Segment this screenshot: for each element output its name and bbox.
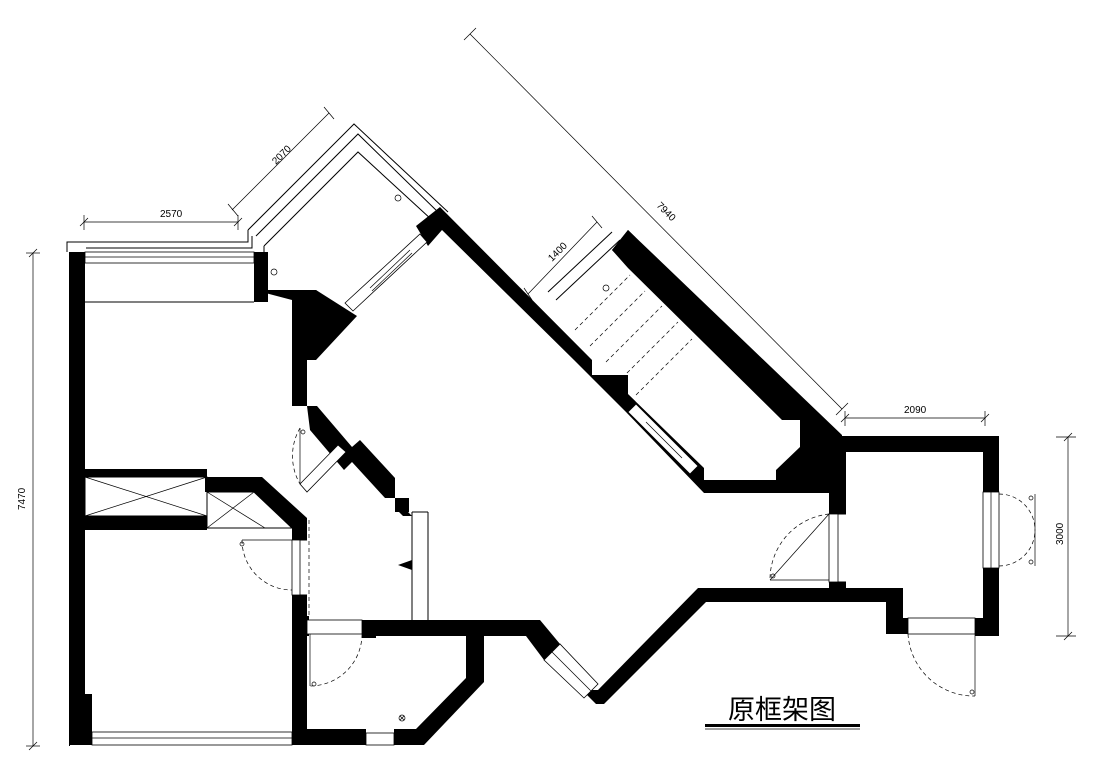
bay-dashed-lines xyxy=(85,274,693,396)
dim-label-2570: 2570 xyxy=(160,209,183,220)
dim-label-2070: 2070 xyxy=(270,143,294,167)
dim-label-3000: 3000 xyxy=(1055,522,1066,545)
windows xyxy=(84,233,1000,746)
dim-label-7940: 7940 xyxy=(654,200,678,224)
dim-label-7470: 7470 xyxy=(17,487,28,510)
drawing-title: 原框架图 xyxy=(728,695,836,726)
floor-drains xyxy=(270,194,610,722)
dim-label-1400: 1400 xyxy=(546,240,570,264)
walls xyxy=(69,207,999,746)
dim-label-2090: 2090 xyxy=(904,405,927,416)
doors xyxy=(239,427,1036,697)
entrance-arrow-icon xyxy=(398,560,412,570)
dimension-lines xyxy=(26,27,1076,751)
balcony-outlines xyxy=(66,123,621,301)
title-underline xyxy=(705,724,860,727)
wardrobe-cabinets xyxy=(84,476,294,529)
